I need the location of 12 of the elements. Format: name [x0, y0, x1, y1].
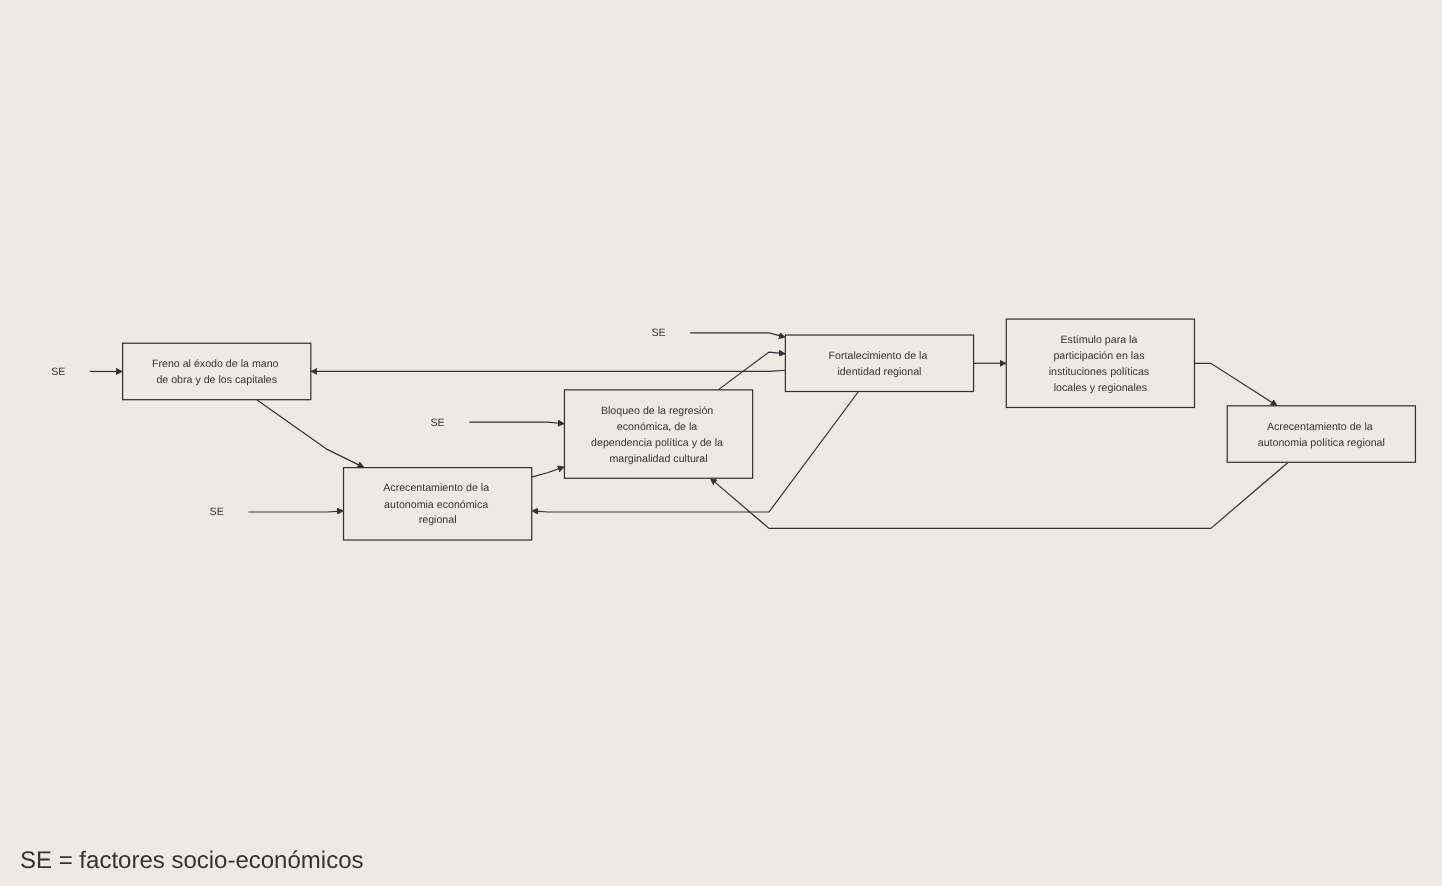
arrow	[1193, 362, 1278, 406]
arrow	[972, 359, 1007, 367]
note: SE = factores socio-económicos	[20, 846, 366, 874]
arrow	[531, 465, 565, 478]
arrow	[310, 367, 786, 375]
arrow	[247, 507, 344, 515]
arrow	[709, 461, 1289, 529]
arrow	[256, 398, 365, 468]
arrow	[717, 349, 786, 391]
arrow	[468, 419, 565, 427]
arrow	[89, 367, 123, 375]
arrow	[689, 331, 786, 339]
